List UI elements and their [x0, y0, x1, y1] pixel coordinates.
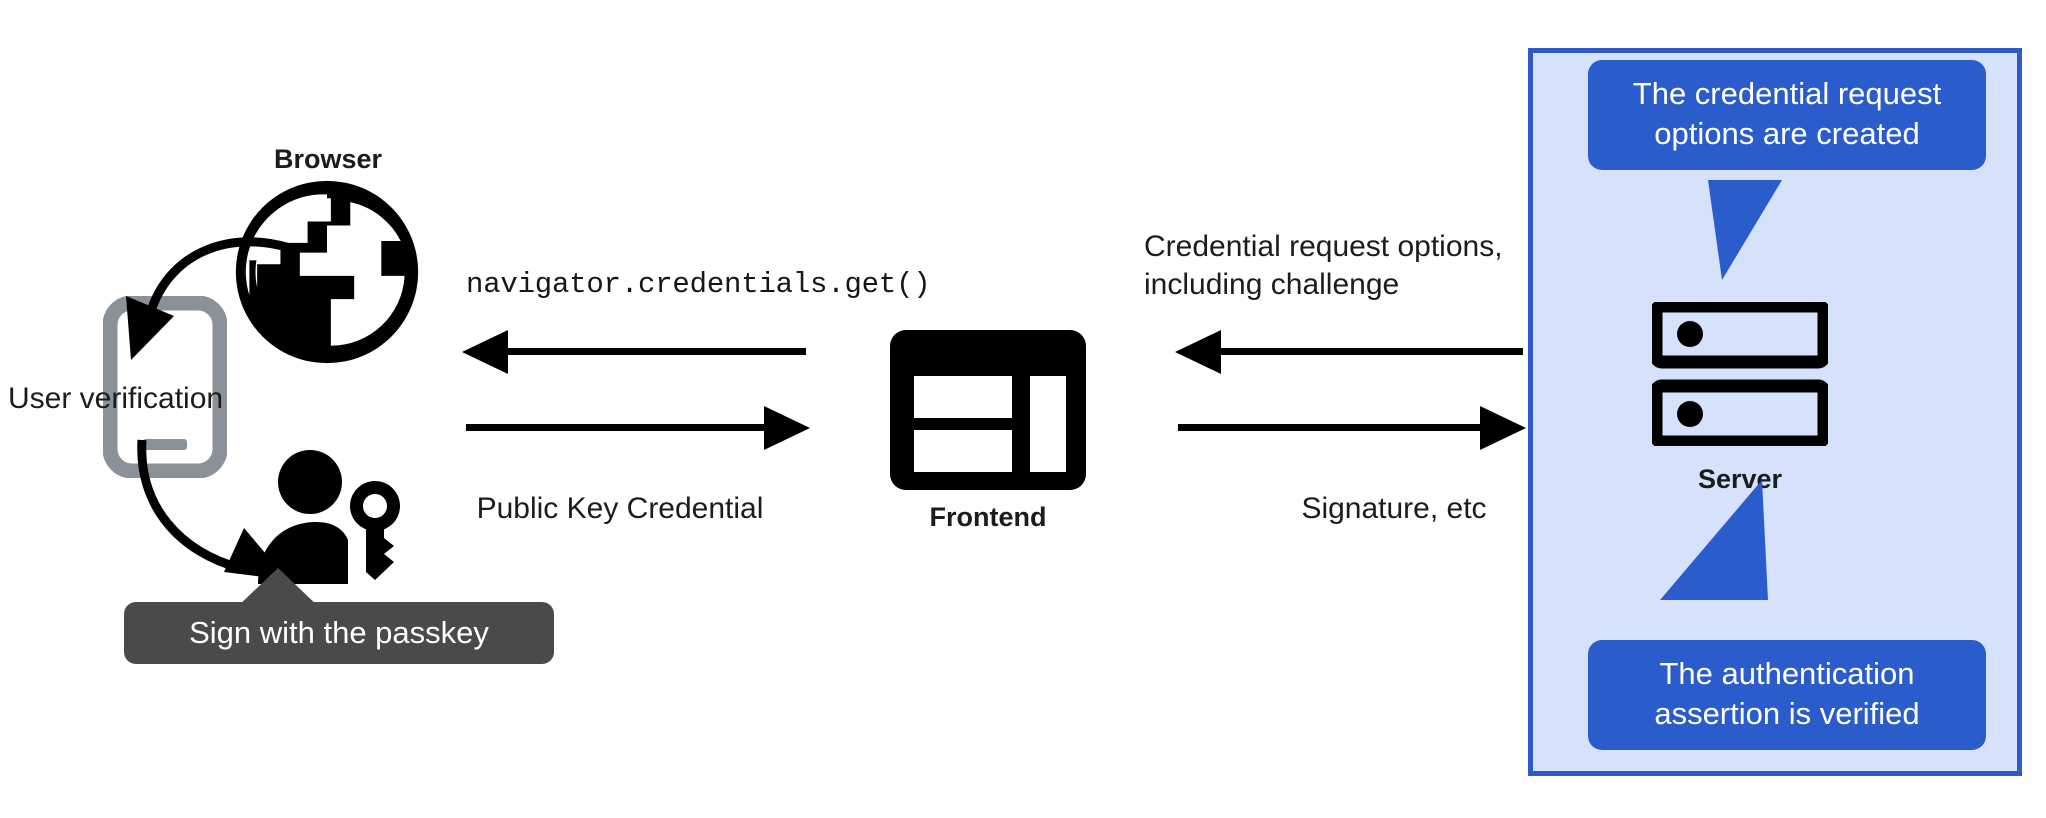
browser-label: Browser — [273, 144, 383, 174]
right-flow-top-arrowhead — [1175, 330, 1221, 374]
right-flow-bottom-label: Signature, etc — [1301, 492, 1487, 525]
passkey-tooltip: Sign with the passkey — [124, 602, 554, 664]
server-rack-icon — [1652, 302, 1828, 446]
server-callout-top: The credential request options are creat… — [1588, 60, 1986, 170]
curved-arrow-browser-to-phone — [126, 237, 292, 360]
server-callout-bottom-tail — [1660, 480, 1768, 600]
left-flow-top-line — [506, 348, 806, 355]
left-flow-bottom-arrowhead — [764, 406, 810, 450]
right-flow-top-line — [1219, 348, 1523, 355]
server-callout-bottom: The authentication assertion is verified — [1588, 640, 1986, 750]
server-callout-top-tail — [1628, 180, 1790, 280]
right-flow-top-label: Credential request options, including ch… — [1144, 230, 1503, 301]
left-flow-bottom-label: Public Key Credential — [476, 492, 764, 525]
user-verification-label: User verification — [8, 382, 224, 415]
mobile-phone-icon — [103, 296, 227, 478]
left-flow-bottom-line — [466, 424, 766, 431]
left-flow-top-arrowhead — [462, 330, 508, 374]
right-flow-bottom-line — [1178, 424, 1482, 431]
frontend-label: Frontend — [929, 502, 1047, 532]
right-flow-bottom-arrowhead — [1480, 406, 1526, 450]
server-label: Server — [1697, 464, 1783, 494]
globe-icon — [235, 180, 419, 364]
passkey-tooltip-notch — [236, 568, 320, 608]
left-flow-top-label: navigator.credentials.get() — [466, 268, 931, 301]
person-with-key-icon — [258, 450, 400, 584]
web-layout-icon — [890, 330, 1086, 490]
